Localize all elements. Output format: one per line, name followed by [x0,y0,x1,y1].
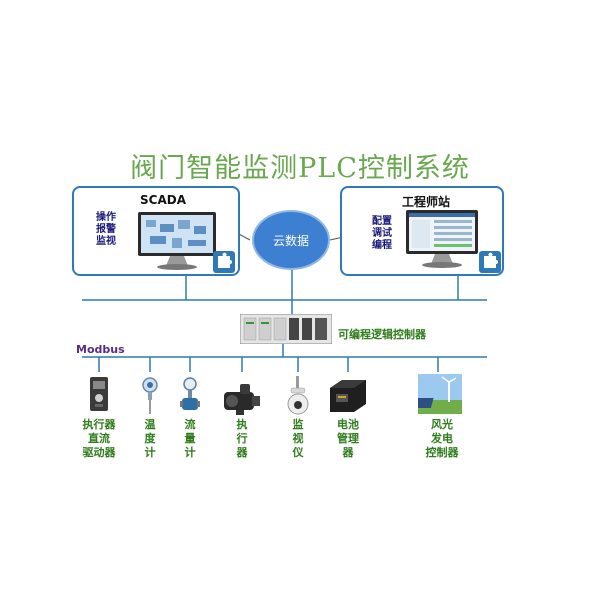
device-label: 温 度 计 [144,418,156,459]
scada-panel: SCADA 操作 报警 监视 [72,186,240,276]
actuator-driver-icon [90,377,108,411]
scada-monitor-icon [138,212,216,270]
actuator-icon [224,384,260,415]
device-label: 执 行 器 [236,418,248,459]
device-label: 电池 管理 器 [337,418,359,459]
scada-functions: 操作 报警 监视 [96,212,116,248]
puzzle-icon [479,251,501,273]
camera-icon [287,376,309,415]
device-label: 执行器 直流 驱动器 [82,418,116,459]
device-label: 流 量 计 [184,418,196,459]
engineer-station-panel: 工程师站 配置 调试 编程 [340,186,504,276]
wind-solar-icon [418,374,462,414]
engineer-monitor-icon [406,210,478,268]
scada-function: 报警 [96,224,116,235]
engineer-function: 配置 [372,216,392,227]
scada-function: 操作 [96,212,116,223]
flowmeter-icon [180,377,200,410]
modbus-label: Modbus [76,343,125,356]
plc-icon [240,314,332,344]
battery-manager-icon [330,380,366,412]
puzzle-icon [213,251,235,273]
diagram-title: 阀门智能监测PLC控制系统 [130,153,470,184]
device-label: 监 视 仪 [292,418,304,459]
engineer-station-functions: 配置 调试 编程 [372,216,392,252]
engineer-function: 编程 [372,240,392,251]
scada-function: 监视 [96,236,116,247]
engineer-station-title: 工程师站 [402,195,451,209]
device-label: 风光 发电 控制器 [425,418,459,459]
cloud-data-node: 云数据 [252,210,330,270]
scada-title: SCADA [140,193,186,207]
thermometer-icon [142,377,158,414]
plc-label: 可编程逻辑控制器 [338,328,426,341]
engineer-function: 调试 [372,228,392,239]
